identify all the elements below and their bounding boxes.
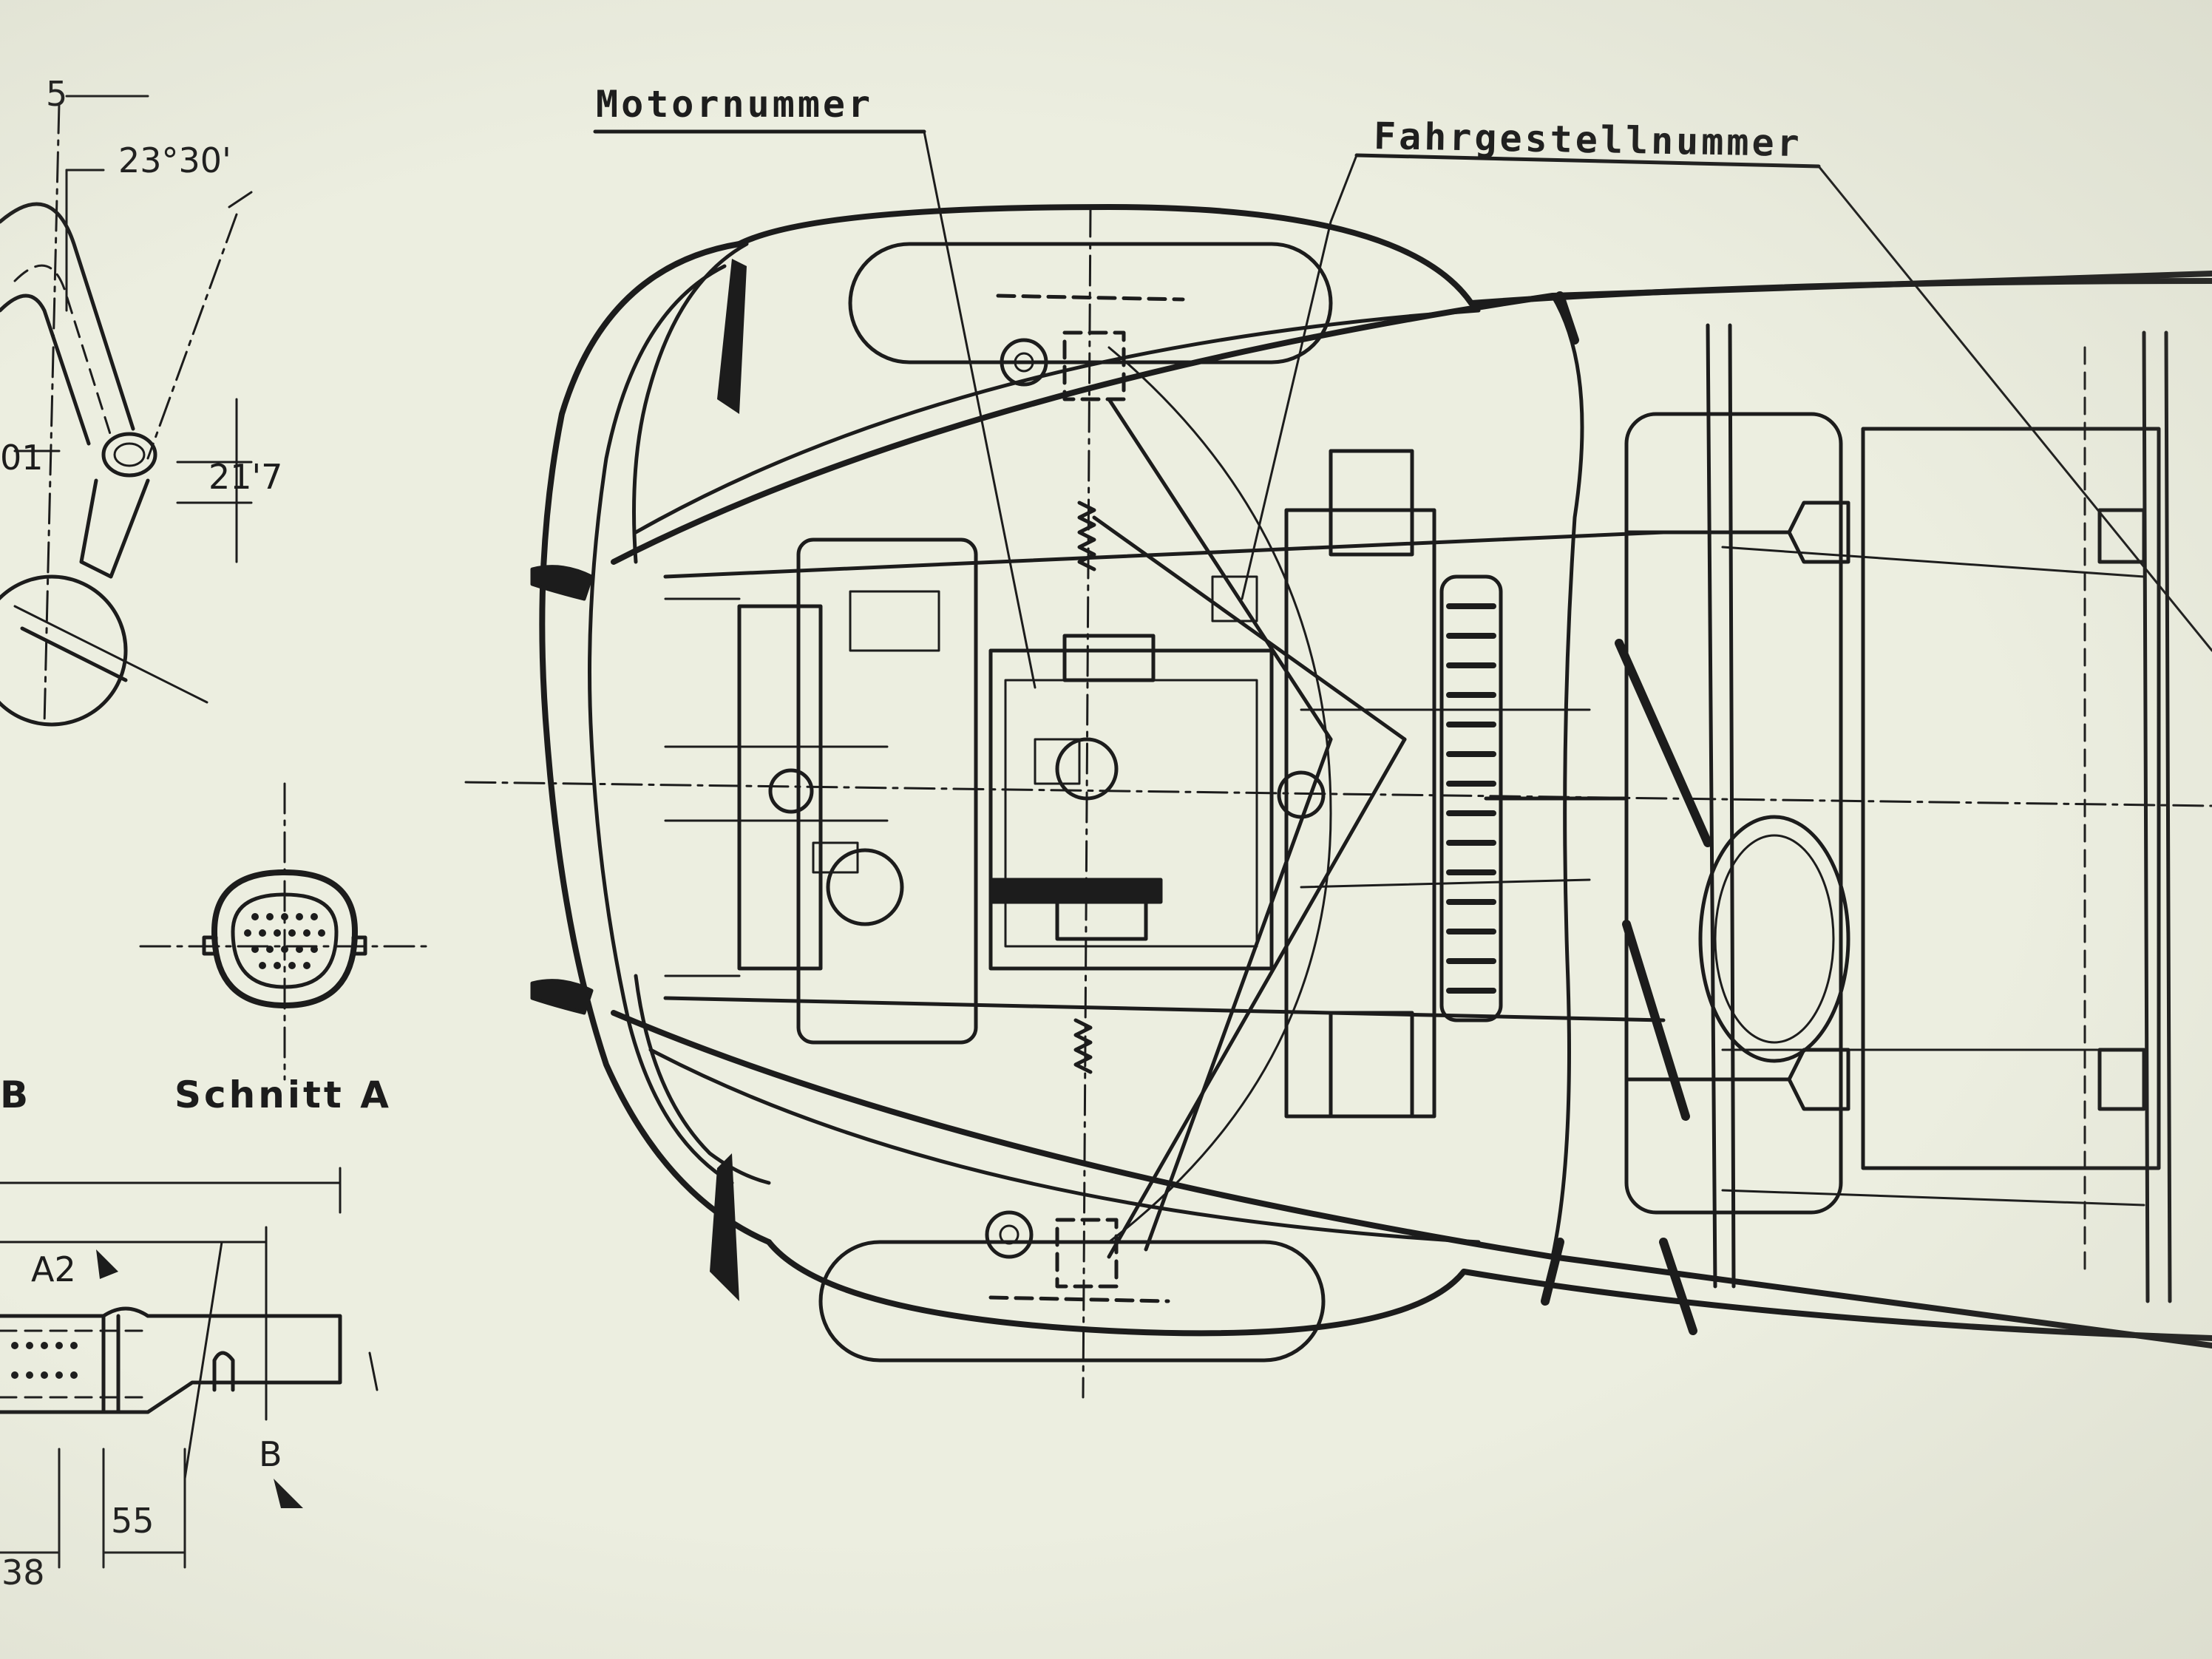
vehicle-chassis: [464, 204, 2212, 1399]
section-a-profile: [139, 782, 430, 1081]
dimension-angle: 23°30': [118, 140, 231, 180]
dimension-38: 38: [1, 1553, 45, 1592]
dimension-217: 21'7: [208, 457, 283, 497]
tube-bend-detail: [0, 95, 253, 727]
leader-lines: [593, 129, 2212, 689]
tube-side-section: [0, 1167, 379, 1569]
dimension-01: 01: [0, 438, 44, 478]
marker-a2: A2: [31, 1249, 76, 1289]
marker-b: B: [259, 1434, 282, 1474]
chassis-number-label: Fahrgestellnummer: [1373, 114, 1803, 166]
section-a-label: Schnitt A: [174, 1073, 392, 1116]
dimension-5: 5: [46, 74, 68, 114]
engine-number-label: Motornummer: [596, 83, 874, 126]
dimension-55: 55: [111, 1501, 155, 1541]
section-b-label: B: [0, 1073, 32, 1116]
